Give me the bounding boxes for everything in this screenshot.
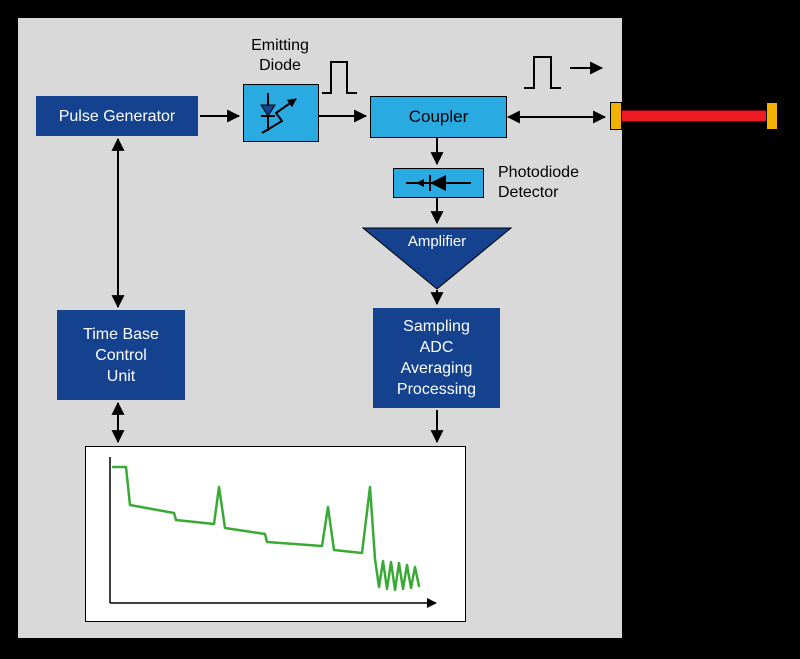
coupler-box: Coupler xyxy=(370,96,507,138)
time-base-box: Time Base Control Unit xyxy=(57,310,185,400)
fiber-connector-right xyxy=(766,102,778,130)
sampling-adc-box: Sampling ADC Averaging Processing xyxy=(373,308,500,408)
photodiode-symbol-icon xyxy=(406,175,471,191)
photodiode-detector-label: Photodiode Detector xyxy=(498,164,579,201)
sampling-adc-label: Sampling ADC Averaging Processing xyxy=(396,318,477,398)
amplifier-shape xyxy=(362,227,512,290)
led-symbol-icon xyxy=(260,93,297,134)
emitting-diode-box xyxy=(243,84,319,142)
pulse-generator-label: Pulse Generator xyxy=(58,107,176,125)
otdr-trace xyxy=(111,465,421,592)
pulse-generator-box: Pulse Generator xyxy=(36,96,198,136)
coupler-label: Coupler xyxy=(408,107,469,126)
emitting-diode-label: Emitting Diode xyxy=(251,37,309,74)
otdr-plot xyxy=(109,457,437,608)
fiber-connector-left xyxy=(610,102,622,130)
amplifier-triangle: Amplifier xyxy=(362,227,512,291)
otdr-display xyxy=(85,446,466,622)
fiber-cable xyxy=(622,110,766,122)
time-base-label: Time Base Control Unit xyxy=(83,325,159,385)
amplifier-label: Amplifier xyxy=(407,233,467,250)
photodiode-box xyxy=(393,168,484,198)
